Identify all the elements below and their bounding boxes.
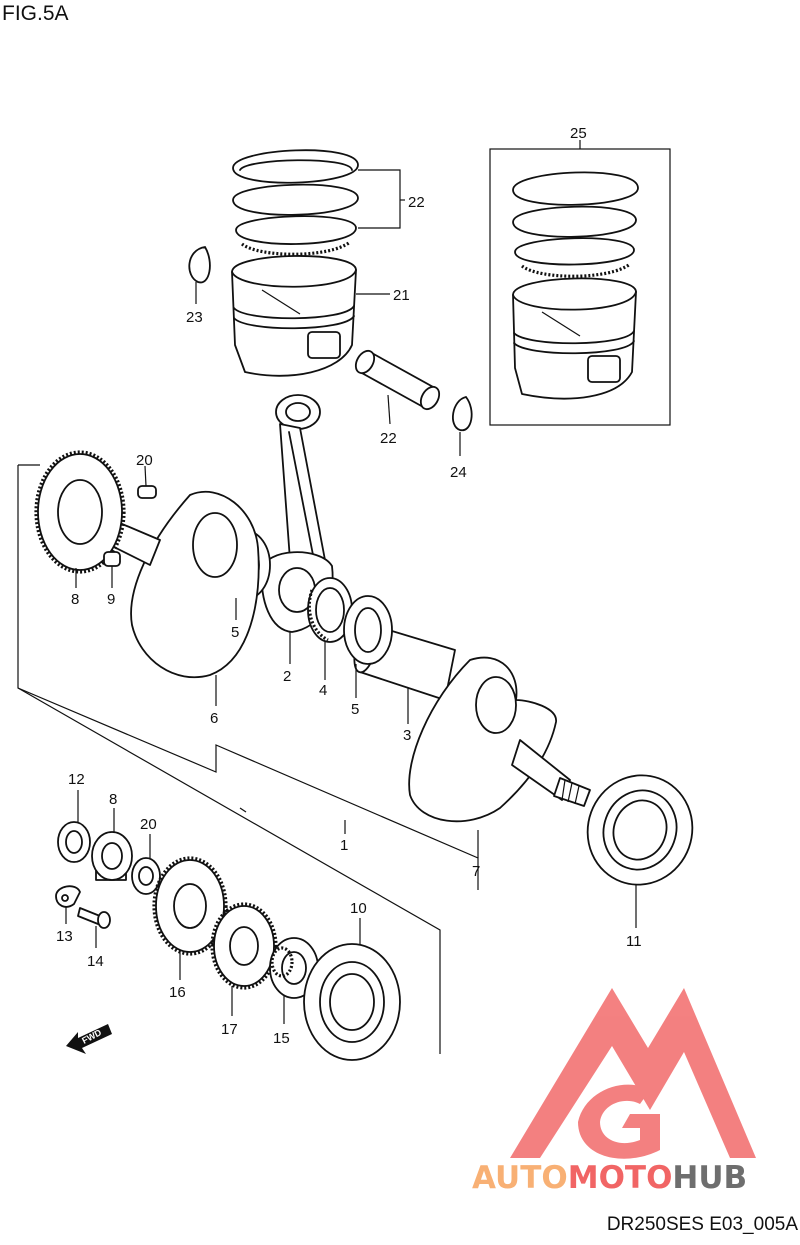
callout-2: 2 [283,668,291,685]
callout-labels: 22 21 23 22 24 25 20 8 9 5 2 4 5 3 6 1 7… [56,125,642,1047]
callout-24a: 23 [186,309,203,326]
callout-24b: 24 [450,464,467,481]
callout-1: 1 [340,837,348,854]
callout-15: 15 [273,1030,290,1047]
thrust-washer-right-hole [354,607,382,653]
callout-11: 11 [626,933,642,950]
callout-20: 20 [136,452,153,469]
screw [77,907,111,929]
thrust-washer-right [343,595,393,665]
balancer-driven-gear [210,902,278,990]
callout-17: 17 [221,1021,238,1038]
assembly-frame-crankshaft [17,464,479,1054]
washer [131,857,161,895]
brand-text: AUTOMOTOHUB [472,1160,747,1196]
leader-lines [65,140,637,1024]
callout-7: 7 [472,863,480,880]
callout-4: 4 [319,682,327,699]
callout-8a: 8 [71,591,79,608]
ball-bearing-left [303,943,401,1061]
woodruff-key [103,551,121,567]
callout-6: 6 [210,710,218,727]
automotohub-watermark: AUTOMOTOHUB [472,988,756,1196]
callout-3: 3 [403,727,411,744]
figure-code: DR250SES E03_005A [606,1214,798,1235]
callout-14: 14 [87,953,104,970]
ball-bearing-right [586,774,694,886]
balancer-drive-gear [152,856,228,956]
piston-rings [232,149,359,256]
callout-25: 25 [570,125,587,142]
callout-9: 9 [107,591,115,608]
callout-5b: 5 [351,701,359,718]
callout-22: 22 [408,194,425,211]
piston [231,255,357,377]
balancer-gear-bushing [91,831,133,881]
callout-5a: 5 [231,624,239,641]
automotohub-logo-icon [510,988,756,1159]
callout-12: 12 [68,771,85,788]
fwd-arrow-icon: FWD [66,1024,112,1054]
callout-16: 16 [169,984,186,1001]
lock-plate [55,885,81,908]
needle-bearing [57,821,91,863]
figure-title: FIG.5A [2,2,69,25]
callout-23: 22 [380,430,397,447]
piston-set [512,171,639,400]
primary-drive-gear [34,450,126,574]
crankshaft-right-half [408,656,591,823]
callout-8b: 8 [109,791,117,808]
piston-pin-circlip-right [452,396,473,431]
piston-pin [354,349,441,411]
callout-13: 13 [56,928,73,945]
callout-19: 20 [140,816,157,833]
pin-key [137,485,157,499]
callout-10: 10 [350,900,367,917]
piston-pin-circlip-left [188,246,211,284]
callout-21: 21 [393,287,410,304]
